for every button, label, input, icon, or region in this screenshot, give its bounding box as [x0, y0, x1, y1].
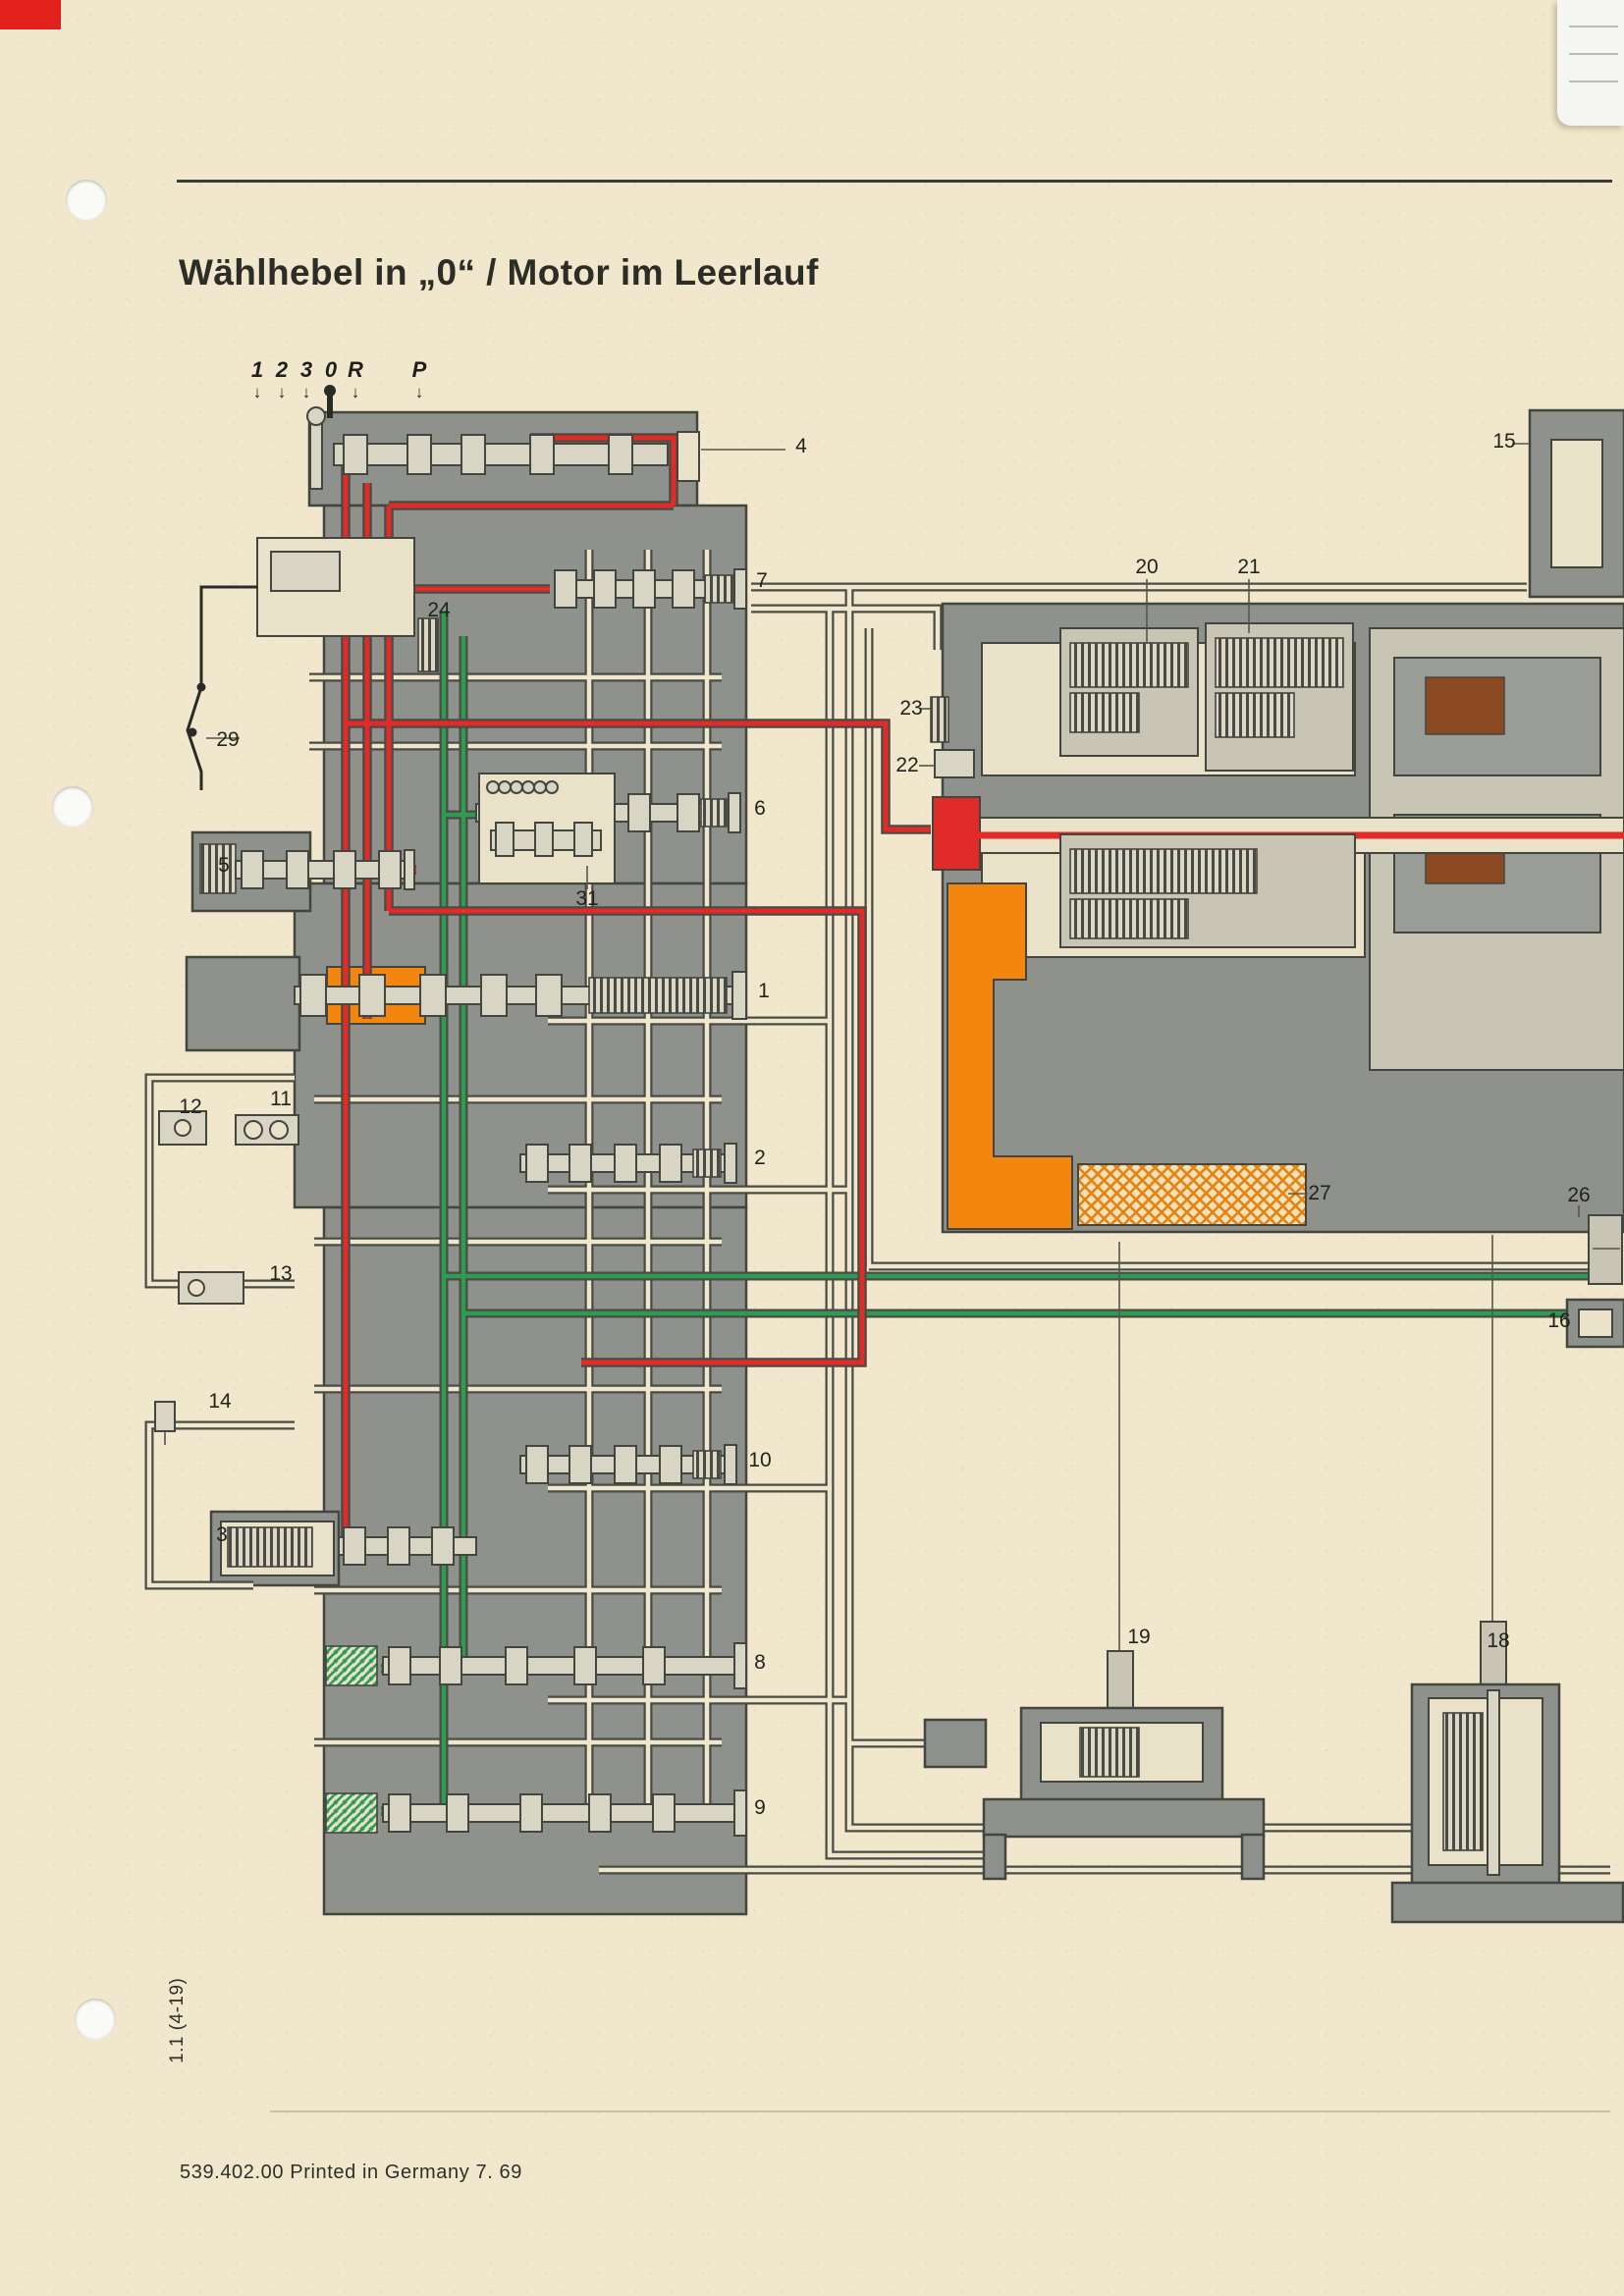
callout-12: 12	[179, 1095, 202, 1118]
callout-29: 29	[216, 728, 240, 751]
part-16	[1565, 1298, 1624, 1349]
callout-21: 21	[1237, 556, 1261, 578]
callout-2: 2	[754, 1147, 766, 1169]
callout-11: 11	[270, 1088, 292, 1110]
linkage-11	[235, 1114, 299, 1146]
lower-clutch-pack	[1059, 833, 1356, 948]
switch-29	[186, 585, 257, 790]
down-arrow-icon: ↓	[277, 383, 287, 401]
callout-23: 23	[899, 697, 923, 720]
valve-4-manual	[306, 385, 700, 490]
callout-18: 18	[1487, 1629, 1510, 1652]
punch-hole	[66, 180, 107, 221]
punch-hole	[52, 786, 93, 828]
solenoid-24	[256, 537, 439, 672]
next-page-rule	[1569, 53, 1618, 55]
bellhousing-15	[1528, 408, 1624, 599]
callout-26: 26	[1567, 1184, 1591, 1206]
section-side-label: 1.1 (4-19)	[167, 1977, 188, 2063]
punch-hole	[75, 1999, 116, 2040]
valve-2	[519, 1143, 737, 1184]
callout-27: 27	[1308, 1182, 1331, 1204]
valve-3	[220, 1521, 477, 1576]
callout-24: 24	[427, 599, 451, 621]
down-arrow-icon: ↓	[414, 383, 424, 401]
selector-position-1: 1↓	[250, 357, 264, 401]
part-14	[154, 1401, 176, 1445]
callout-19: 19	[1127, 1626, 1151, 1648]
callout-16: 16	[1547, 1309, 1571, 1332]
down-arrow-icon: ↓	[351, 383, 360, 401]
governor-18	[1390, 1235, 1624, 1924]
valve-1-main-regulator	[294, 971, 747, 1020]
brown-bushing	[1425, 676, 1505, 735]
next-page-corner	[1557, 0, 1624, 126]
clutch-20	[1059, 627, 1199, 757]
footer-rule	[270, 2110, 1610, 2112]
callout-3: 3	[216, 1523, 228, 1546]
callout-22: 22	[895, 754, 919, 776]
callout-4: 4	[795, 435, 807, 457]
selector-position-3: 3↓	[299, 357, 313, 401]
print-code: 539.402.00 Printed in Germany 7. 69	[180, 2162, 522, 2183]
callout-leaders	[206, 443, 1580, 1217]
part-26	[1588, 1214, 1623, 1285]
next-page-rule	[1569, 80, 1618, 82]
accumulator-31	[478, 773, 616, 884]
selector-position-P: P↓	[411, 357, 427, 401]
next-page-rule	[1569, 26, 1618, 27]
selector-position-2: 2↓	[275, 357, 289, 401]
callout-5: 5	[218, 854, 230, 877]
selector-position-R: R↓	[348, 357, 363, 401]
orange-crosshatch-27	[1077, 1163, 1307, 1226]
callout-14: 14	[208, 1390, 232, 1413]
callout-9: 9	[754, 1796, 766, 1819]
valve-5	[199, 843, 415, 894]
part-23	[930, 696, 949, 743]
callout-7: 7	[756, 569, 768, 592]
callout-1: 1	[758, 980, 770, 1002]
down-arrow-icon: ↓	[301, 383, 311, 401]
clutch-21	[1205, 622, 1354, 772]
callout-31: 31	[575, 887, 599, 910]
red-corner-mark	[0, 0, 61, 29]
page-title: Wählhebel in „0“ / Motor im Leerlauf	[179, 251, 819, 293]
spring-24	[417, 617, 439, 672]
valve-10	[519, 1444, 737, 1485]
part-22	[934, 749, 975, 778]
callout-10: 10	[748, 1449, 772, 1471]
callout-6: 6	[754, 797, 766, 820]
linkage-12	[158, 1110, 207, 1146]
valve-7	[554, 568, 747, 610]
callout-8: 8	[754, 1651, 766, 1674]
callout-13: 13	[269, 1262, 293, 1285]
valve-9	[325, 1789, 747, 1837]
governor-19	[923, 1242, 1266, 1881]
callout-15: 15	[1492, 430, 1516, 453]
callout-20: 20	[1135, 556, 1159, 578]
valve-8	[325, 1642, 747, 1689]
linkage-13	[178, 1271, 244, 1305]
header-rule	[177, 180, 1612, 183]
down-arrow-icon: ↓	[252, 383, 262, 401]
